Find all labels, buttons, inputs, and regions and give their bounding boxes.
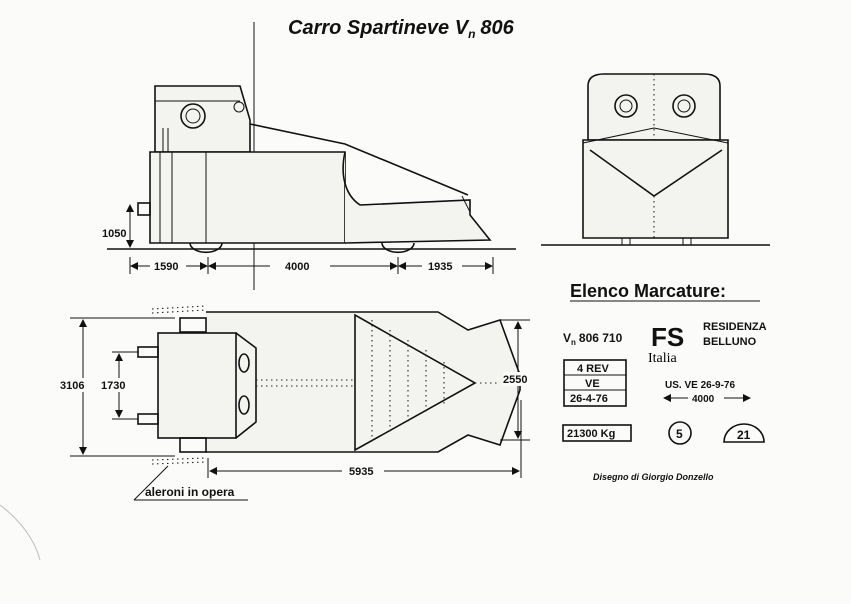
rev-line-3: 26-4-76 [570,393,608,405]
paper-crease [0,504,41,561]
circle-mark [668,421,692,445]
italia-logo: Italia [648,351,678,366]
plow-plan [354,313,477,452]
rev-line-2: VE [585,378,600,390]
cab [154,85,251,153]
drawing-credit: Disegno di Giorgio Donzello [593,472,714,482]
aleroni-hatch [151,305,207,310]
wheel [189,242,223,254]
car-body [149,151,346,244]
circle-number: 5 [676,427,683,441]
dim-front-overhang: 1590 [154,261,178,273]
porthole-window [180,103,206,129]
plow-blade [342,151,492,244]
front-view [541,73,770,246]
dim-total-width: 3106 [60,380,84,392]
dome-number: 21 [737,428,751,442]
wing-flap [179,437,207,453]
markings-heading: Elenco Marcature: [570,281,726,301]
plan-view: 3106 1730 2550 5935 aleroni in opera [60,305,533,501]
us-ve-date: US. VE 26-9-76 [665,380,735,391]
rev-line-1: 4 REV [577,363,609,375]
dome-mark [723,423,765,443]
fs-logo: FS [651,322,684,352]
plan-cab [157,332,237,439]
wheel [381,242,415,254]
us-ve-span: 4000 [692,394,715,405]
dim-wheelbase: 4000 [285,261,309,273]
weight-value: 21300 Kg [567,428,615,440]
front-cab [587,73,721,141]
weight-box [562,424,632,442]
side-elevation: 1050 1590 4000 1935 [102,85,516,274]
dim-plow-width: 2550 [503,374,527,386]
wing-flap [179,317,207,333]
callout-label: aleroni in opera [145,485,235,499]
front-body [582,139,729,239]
porthole-window [614,94,638,118]
dim-height: 1050 [102,228,126,240]
dim-plan-length: 5935 [349,466,373,478]
porthole-window [672,94,696,118]
residence-line-2: BELLUNO [703,336,757,348]
revision-box [563,359,627,407]
buffer [137,413,159,425]
buffer [137,202,151,216]
plow-top-edge [249,123,469,196]
buffer [137,346,159,358]
dim-inner-width: 1730 [101,380,125,392]
lamp-icon [233,101,245,113]
dim-rear-overhang: 1935 [428,261,452,273]
residence-line-1: RESIDENZA [703,321,767,333]
